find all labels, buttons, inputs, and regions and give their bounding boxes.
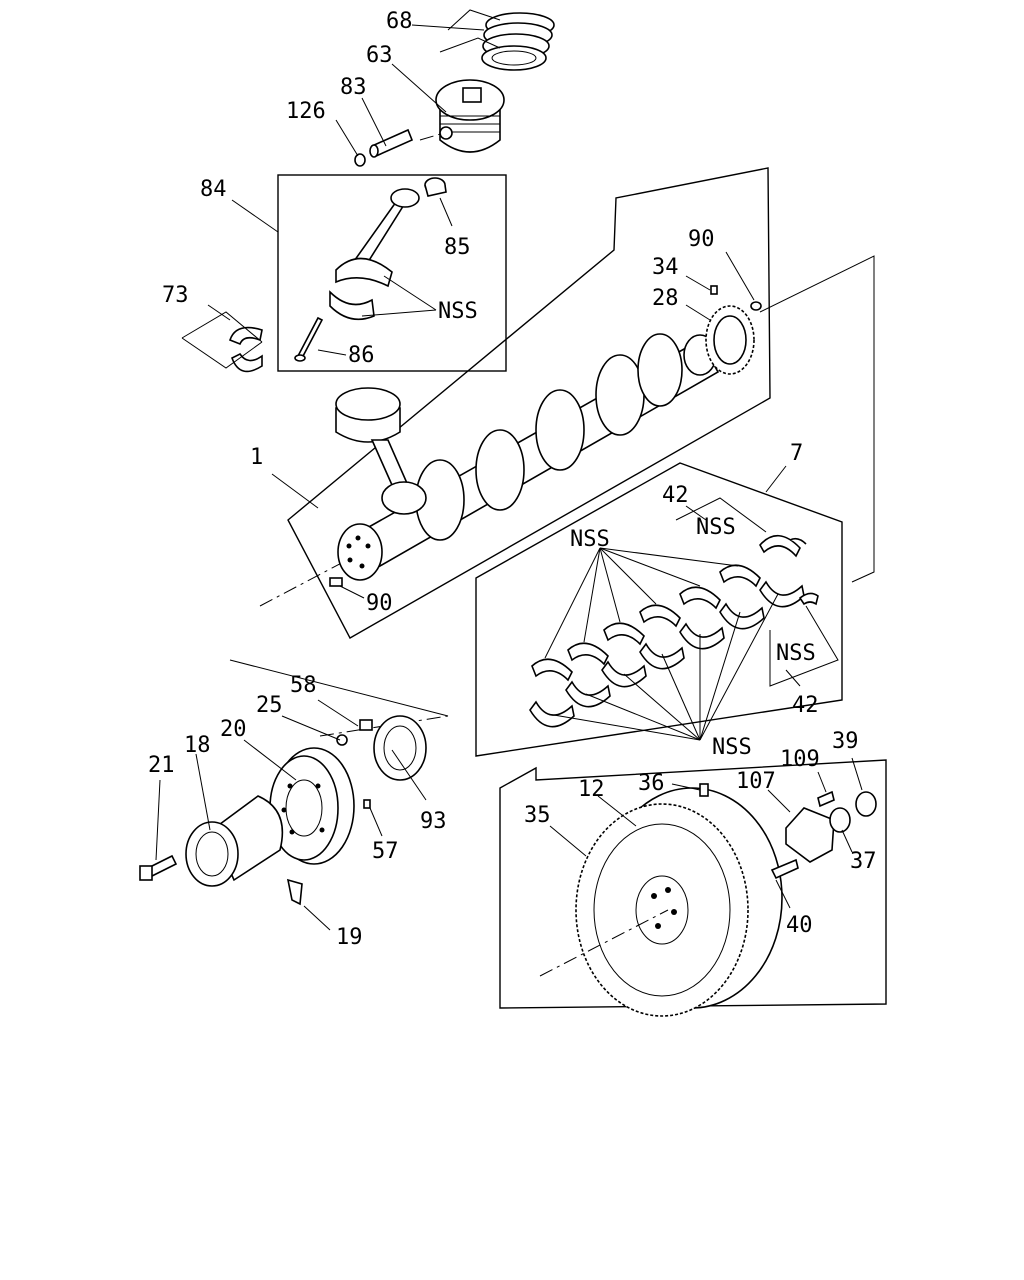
- dowel-pin-pulley: [363, 799, 371, 809]
- piston-ring-set: [439, 9, 555, 71]
- nss-label-upper-shell: NSS: [696, 515, 736, 540]
- callout-85: 85: [444, 235, 471, 260]
- retainer-bolt: [817, 790, 835, 808]
- callout-83: 83: [340, 75, 367, 100]
- main-bearing-shells: [529, 534, 819, 728]
- nss-label-main-top: NSS: [570, 527, 610, 552]
- flywheel: [539, 787, 783, 1017]
- hub-bolt: [139, 854, 178, 881]
- piston-pin: [369, 128, 414, 158]
- callout-42-upper: 42: [662, 483, 689, 508]
- snap-ring-rear: [855, 791, 877, 817]
- nss-label-main-bottom: NSS: [712, 735, 752, 760]
- callout-40: 40: [786, 913, 813, 938]
- dowel-pin-rear: [750, 301, 762, 311]
- crank-hub: [185, 795, 284, 887]
- washer: [336, 734, 348, 746]
- flywheel-bolt: [770, 858, 799, 880]
- pilot-bearing-retainer: [785, 807, 851, 863]
- front-oil-seal: [373, 715, 427, 781]
- woodruff-key: [710, 285, 718, 295]
- crank-pulley: [269, 747, 355, 865]
- callout-25: 25: [256, 693, 283, 718]
- nss-label-rod: NSS: [438, 299, 478, 324]
- leader-lines: [155, 24, 863, 931]
- callout-93: 93: [420, 809, 447, 834]
- callout-1: 1: [250, 445, 263, 470]
- callout-21: 21: [148, 753, 175, 778]
- rod-bolt: [294, 316, 324, 362]
- nss-label-lower-shell: NSS: [776, 641, 816, 666]
- callout-18: 18: [184, 733, 211, 758]
- callout-7: 7: [790, 441, 803, 466]
- callout-63: 63: [366, 43, 393, 68]
- callout-39: 39: [832, 729, 859, 754]
- callout-86: 86: [348, 343, 375, 368]
- crank-gear: [705, 305, 755, 375]
- connecting-rod: [329, 188, 420, 321]
- callout-107: 107: [736, 769, 776, 794]
- callout-73: 73: [162, 283, 189, 308]
- callout-57: 57: [372, 839, 399, 864]
- assembled-piston-and-rod: [335, 387, 427, 515]
- pulley-bolt: [359, 719, 373, 731]
- callout-28: 28: [652, 286, 679, 311]
- flywheel-dowel: [699, 783, 709, 797]
- connecting-rod-group-box: [277, 174, 507, 372]
- snap-ring: [354, 153, 366, 167]
- timing-pointer: [286, 878, 303, 906]
- callout-68: 68: [386, 9, 413, 34]
- small-end-bushing: [424, 177, 447, 197]
- callout-12: 12: [578, 777, 605, 802]
- callout-37: 37: [850, 849, 877, 874]
- callout-90-rear: 90: [688, 227, 715, 252]
- dowel-pin-front: [329, 577, 343, 587]
- callout-109: 109: [780, 747, 820, 772]
- piston: [419, 79, 505, 153]
- crankshaft-group-box: [287, 167, 771, 639]
- crankshaft: [337, 333, 720, 581]
- rod-bearing-shells: [181, 311, 263, 373]
- callout-58: 58: [290, 673, 317, 698]
- callout-19: 19: [336, 925, 363, 950]
- callout-42-lower: 42: [792, 693, 819, 718]
- flywheel-group-box: [499, 759, 887, 1009]
- callout-84: 84: [200, 177, 227, 202]
- callout-35: 35: [524, 803, 551, 828]
- nss-leader-fan: [544, 547, 779, 741]
- main-bearing-group-box: [475, 462, 843, 757]
- callout-36: 36: [638, 771, 665, 796]
- callout-34: 34: [652, 255, 679, 280]
- callout-90-front: 90: [366, 591, 393, 616]
- callout-20: 20: [220, 717, 247, 742]
- callout-126: 126: [286, 99, 326, 124]
